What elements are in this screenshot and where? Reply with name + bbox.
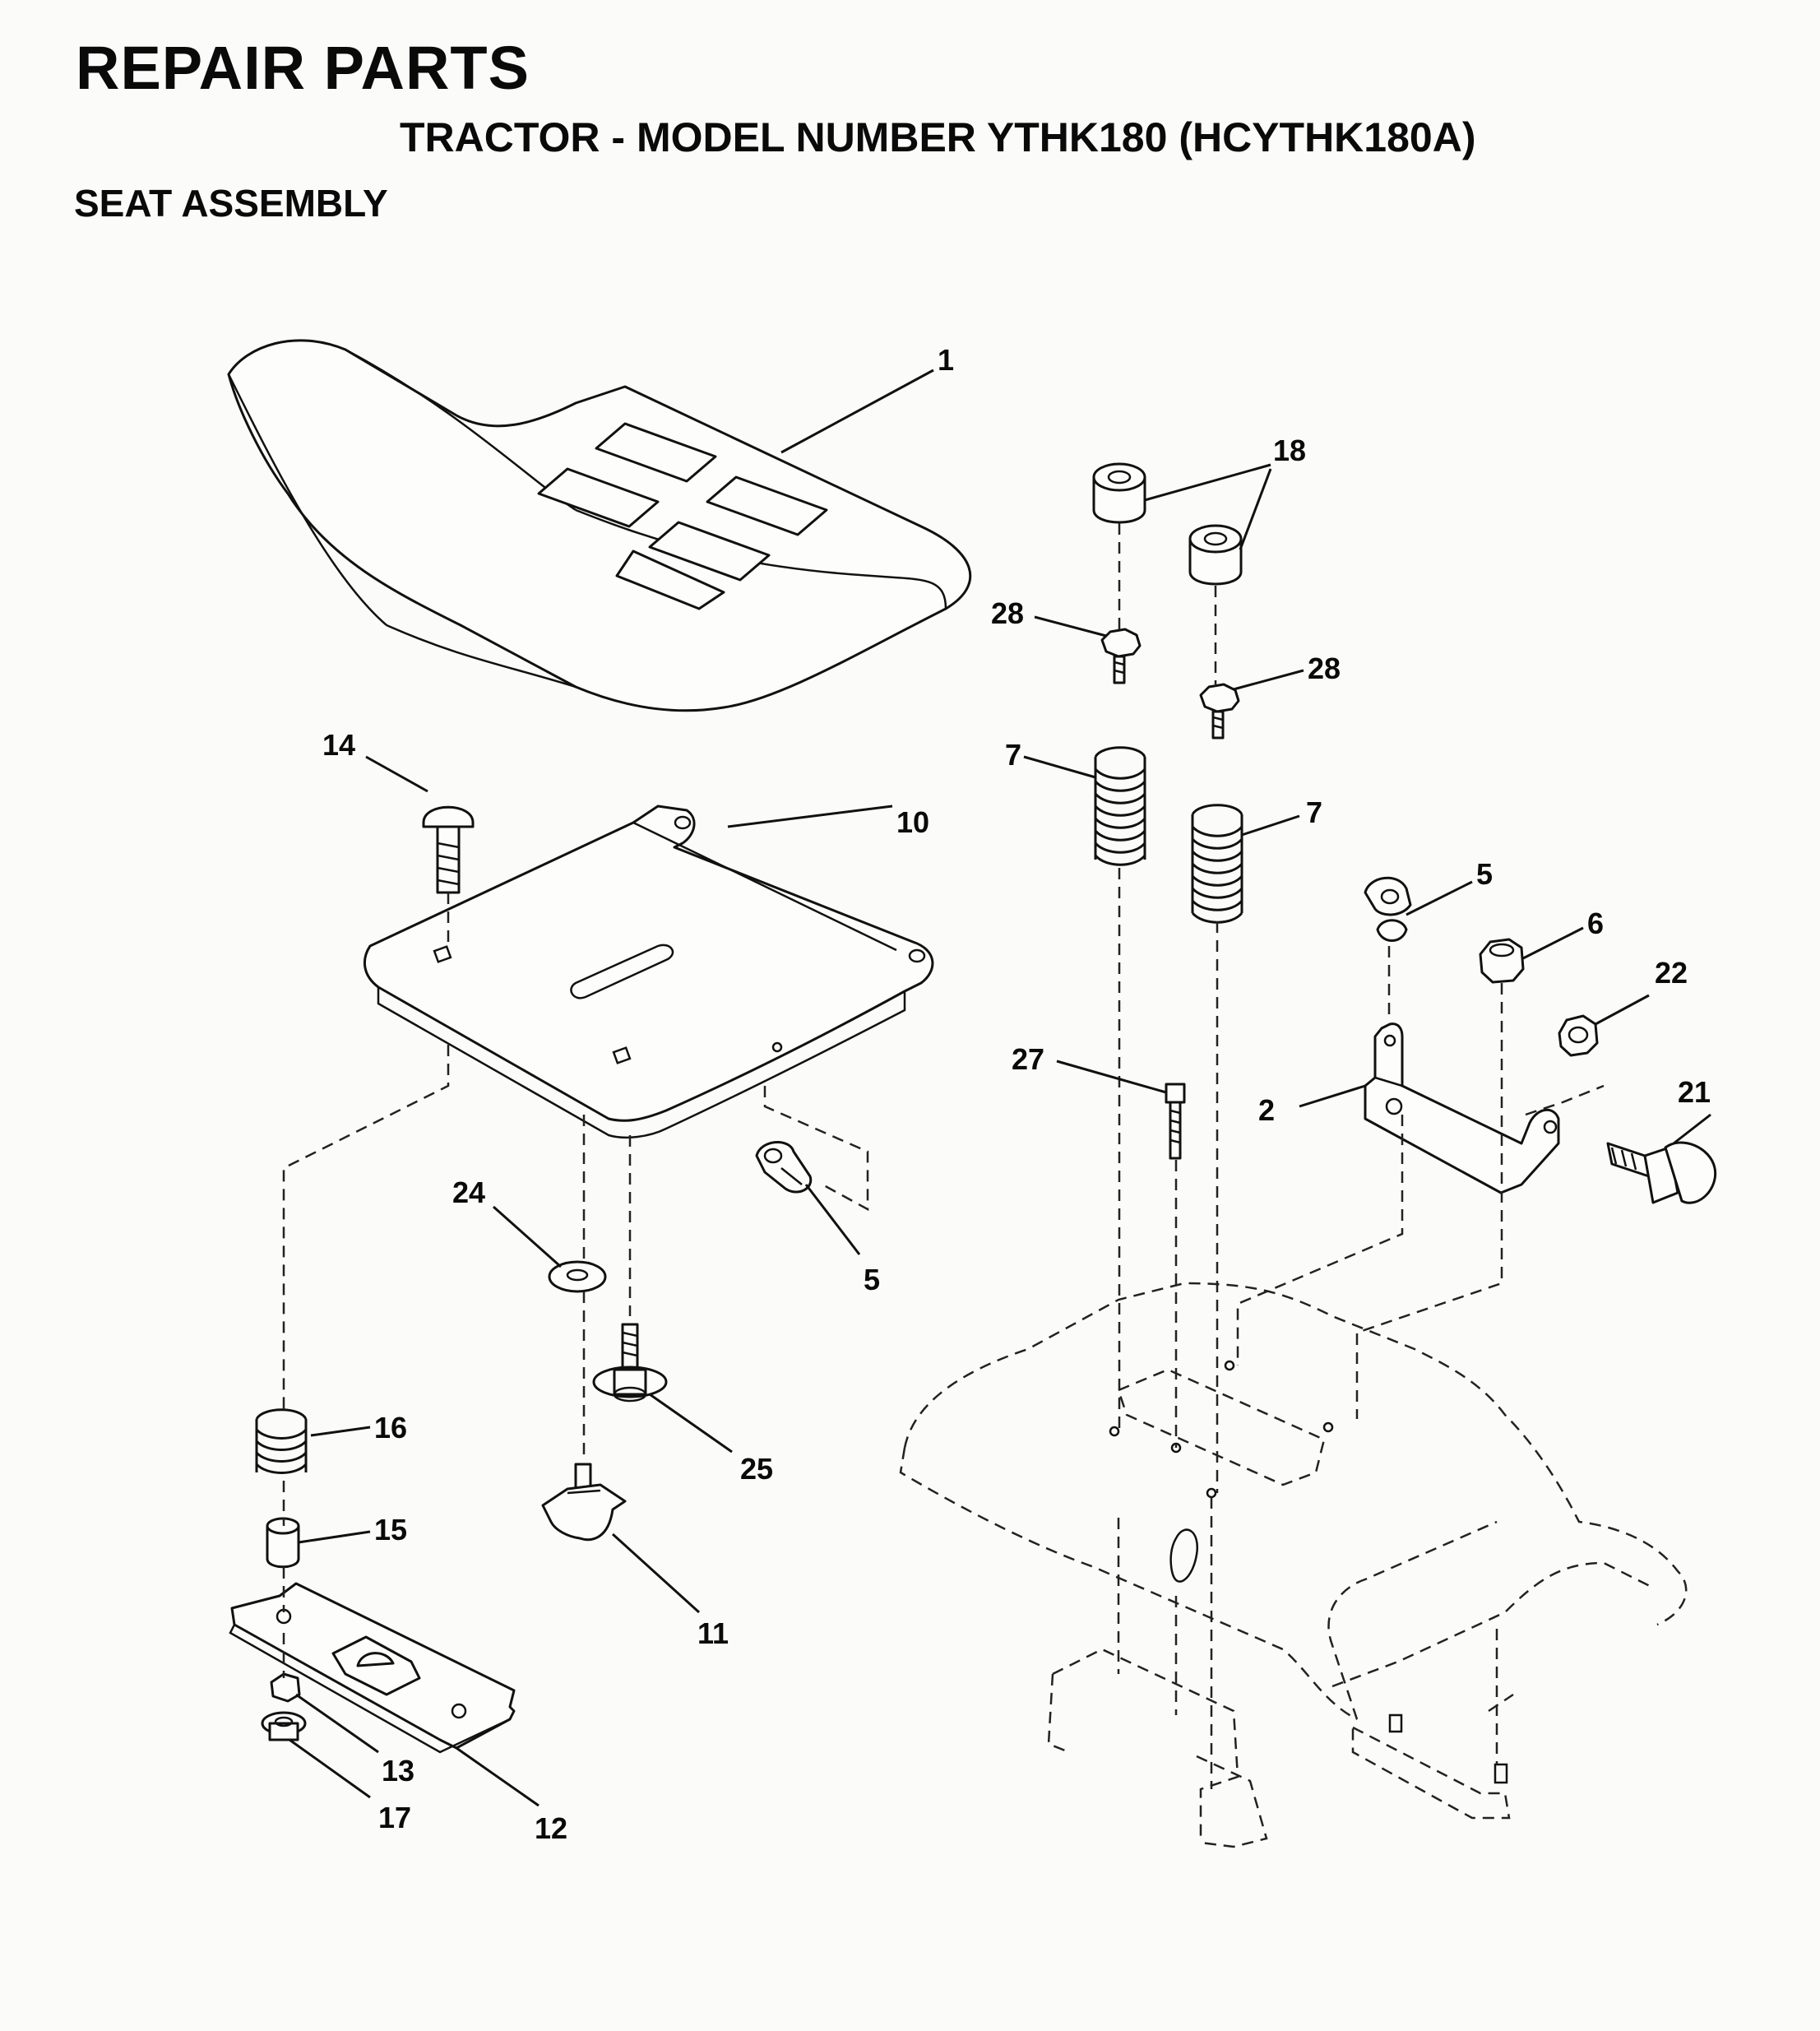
alignment-lines xyxy=(282,523,1605,1789)
callout-7-right: 7 xyxy=(1306,795,1322,829)
shoulder-bolt-part-21 xyxy=(1606,1141,1717,1204)
section-title: SEAT ASSEMBLY xyxy=(74,182,388,225)
bracket-part-2 xyxy=(1364,1022,1560,1194)
callout-13: 13 xyxy=(382,1754,414,1788)
seat-pan-part-10 xyxy=(363,805,934,1139)
callout-21: 21 xyxy=(1678,1075,1711,1109)
nut-part-6 xyxy=(1479,938,1525,984)
fender-reference-outline xyxy=(899,1282,1688,1848)
spacer-part-18-left xyxy=(1092,462,1146,524)
callout-28-left: 28 xyxy=(991,596,1024,630)
callout-28-right: 28 xyxy=(1308,651,1341,685)
callout-5-upper: 5 xyxy=(1476,857,1493,891)
nut-part-13 xyxy=(270,1672,301,1703)
callout-16: 16 xyxy=(374,1411,407,1444)
callout-27: 27 xyxy=(1012,1042,1044,1076)
spacer-part-18-right xyxy=(1188,524,1243,586)
callout-18: 18 xyxy=(1273,434,1306,467)
flange-bolt-part-25 xyxy=(592,1323,668,1403)
callout-11: 11 xyxy=(697,1616,729,1650)
nut-part-17 xyxy=(261,1711,307,1741)
callout-15: 15 xyxy=(374,1513,407,1546)
spring-part-7-left xyxy=(1094,746,1146,866)
spring-part-7-right xyxy=(1191,804,1243,924)
nut-part-22 xyxy=(1558,1014,1599,1057)
carriage-bolt-part-14 xyxy=(422,805,475,894)
clip-part-5-upper xyxy=(1364,876,1412,942)
seat-part-1 xyxy=(227,339,972,712)
callout-24: 24 xyxy=(452,1175,485,1209)
washer-part-24 xyxy=(548,1260,607,1293)
knob-part-11 xyxy=(541,1463,627,1542)
clip-part-5-lower xyxy=(755,1141,813,1194)
mount-plate-part-12 xyxy=(229,1582,516,1754)
spring-part-16 xyxy=(255,1408,308,1474)
callout-7-left: 7 xyxy=(1005,738,1021,772)
leader-lines xyxy=(289,369,1711,1807)
bolt-part-28-right xyxy=(1199,683,1240,740)
callout-5-lower: 5 xyxy=(864,1263,880,1296)
callout-25: 25 xyxy=(740,1452,773,1486)
callout-1: 1 xyxy=(938,343,954,377)
callout-10: 10 xyxy=(896,805,929,839)
pivot-bolt-part-27 xyxy=(1165,1083,1186,1160)
bushing-part-15 xyxy=(266,1517,300,1569)
callout-17: 17 xyxy=(378,1801,411,1834)
callout-22: 22 xyxy=(1655,956,1688,990)
callout-12: 12 xyxy=(535,1811,567,1845)
callout-14: 14 xyxy=(322,728,355,762)
bolt-part-28-left xyxy=(1100,628,1142,684)
page-title: REPAIR PARTS xyxy=(76,34,530,102)
callout-labels: 1 18 28 28 7 7 14 10 5 6 22 27 2 21 24 5… xyxy=(322,343,1711,1845)
callout-2: 2 xyxy=(1258,1093,1275,1127)
callout-6: 6 xyxy=(1587,907,1604,940)
model-subtitle: TRACTOR - MODEL NUMBER YTHK180 (HCYTHK18… xyxy=(400,114,1476,160)
